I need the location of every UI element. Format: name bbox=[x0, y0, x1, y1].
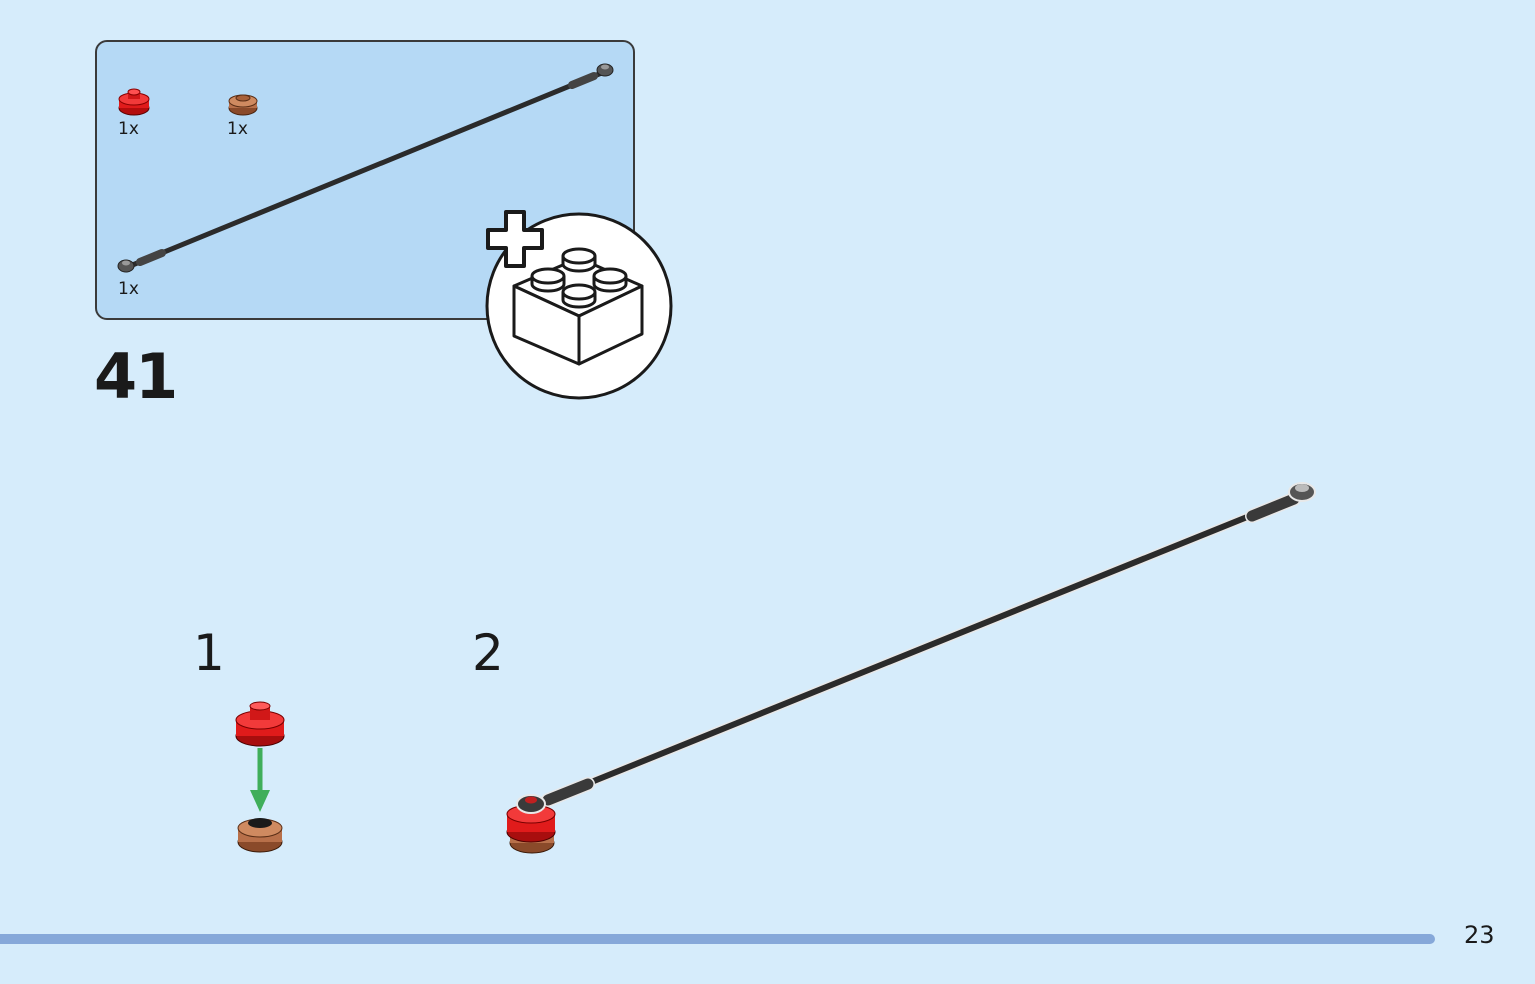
black-bar-quantity: 1x bbox=[118, 279, 139, 299]
plus-brick-icon bbox=[485, 210, 673, 400]
brown-plate-part-icon bbox=[228, 94, 258, 116]
page-footer-bar bbox=[0, 934, 1435, 944]
red-plate-quantity: 1x bbox=[118, 119, 139, 139]
red-plate-part-icon bbox=[118, 88, 150, 116]
substep-1-illustration bbox=[235, 701, 285, 853]
substep-2-number: 2 bbox=[472, 624, 504, 682]
step-number: 41 bbox=[94, 340, 178, 413]
brown-plate-quantity: 1x bbox=[227, 119, 248, 139]
page-number: 23 bbox=[1464, 921, 1495, 949]
substep-1-number: 1 bbox=[193, 624, 225, 682]
